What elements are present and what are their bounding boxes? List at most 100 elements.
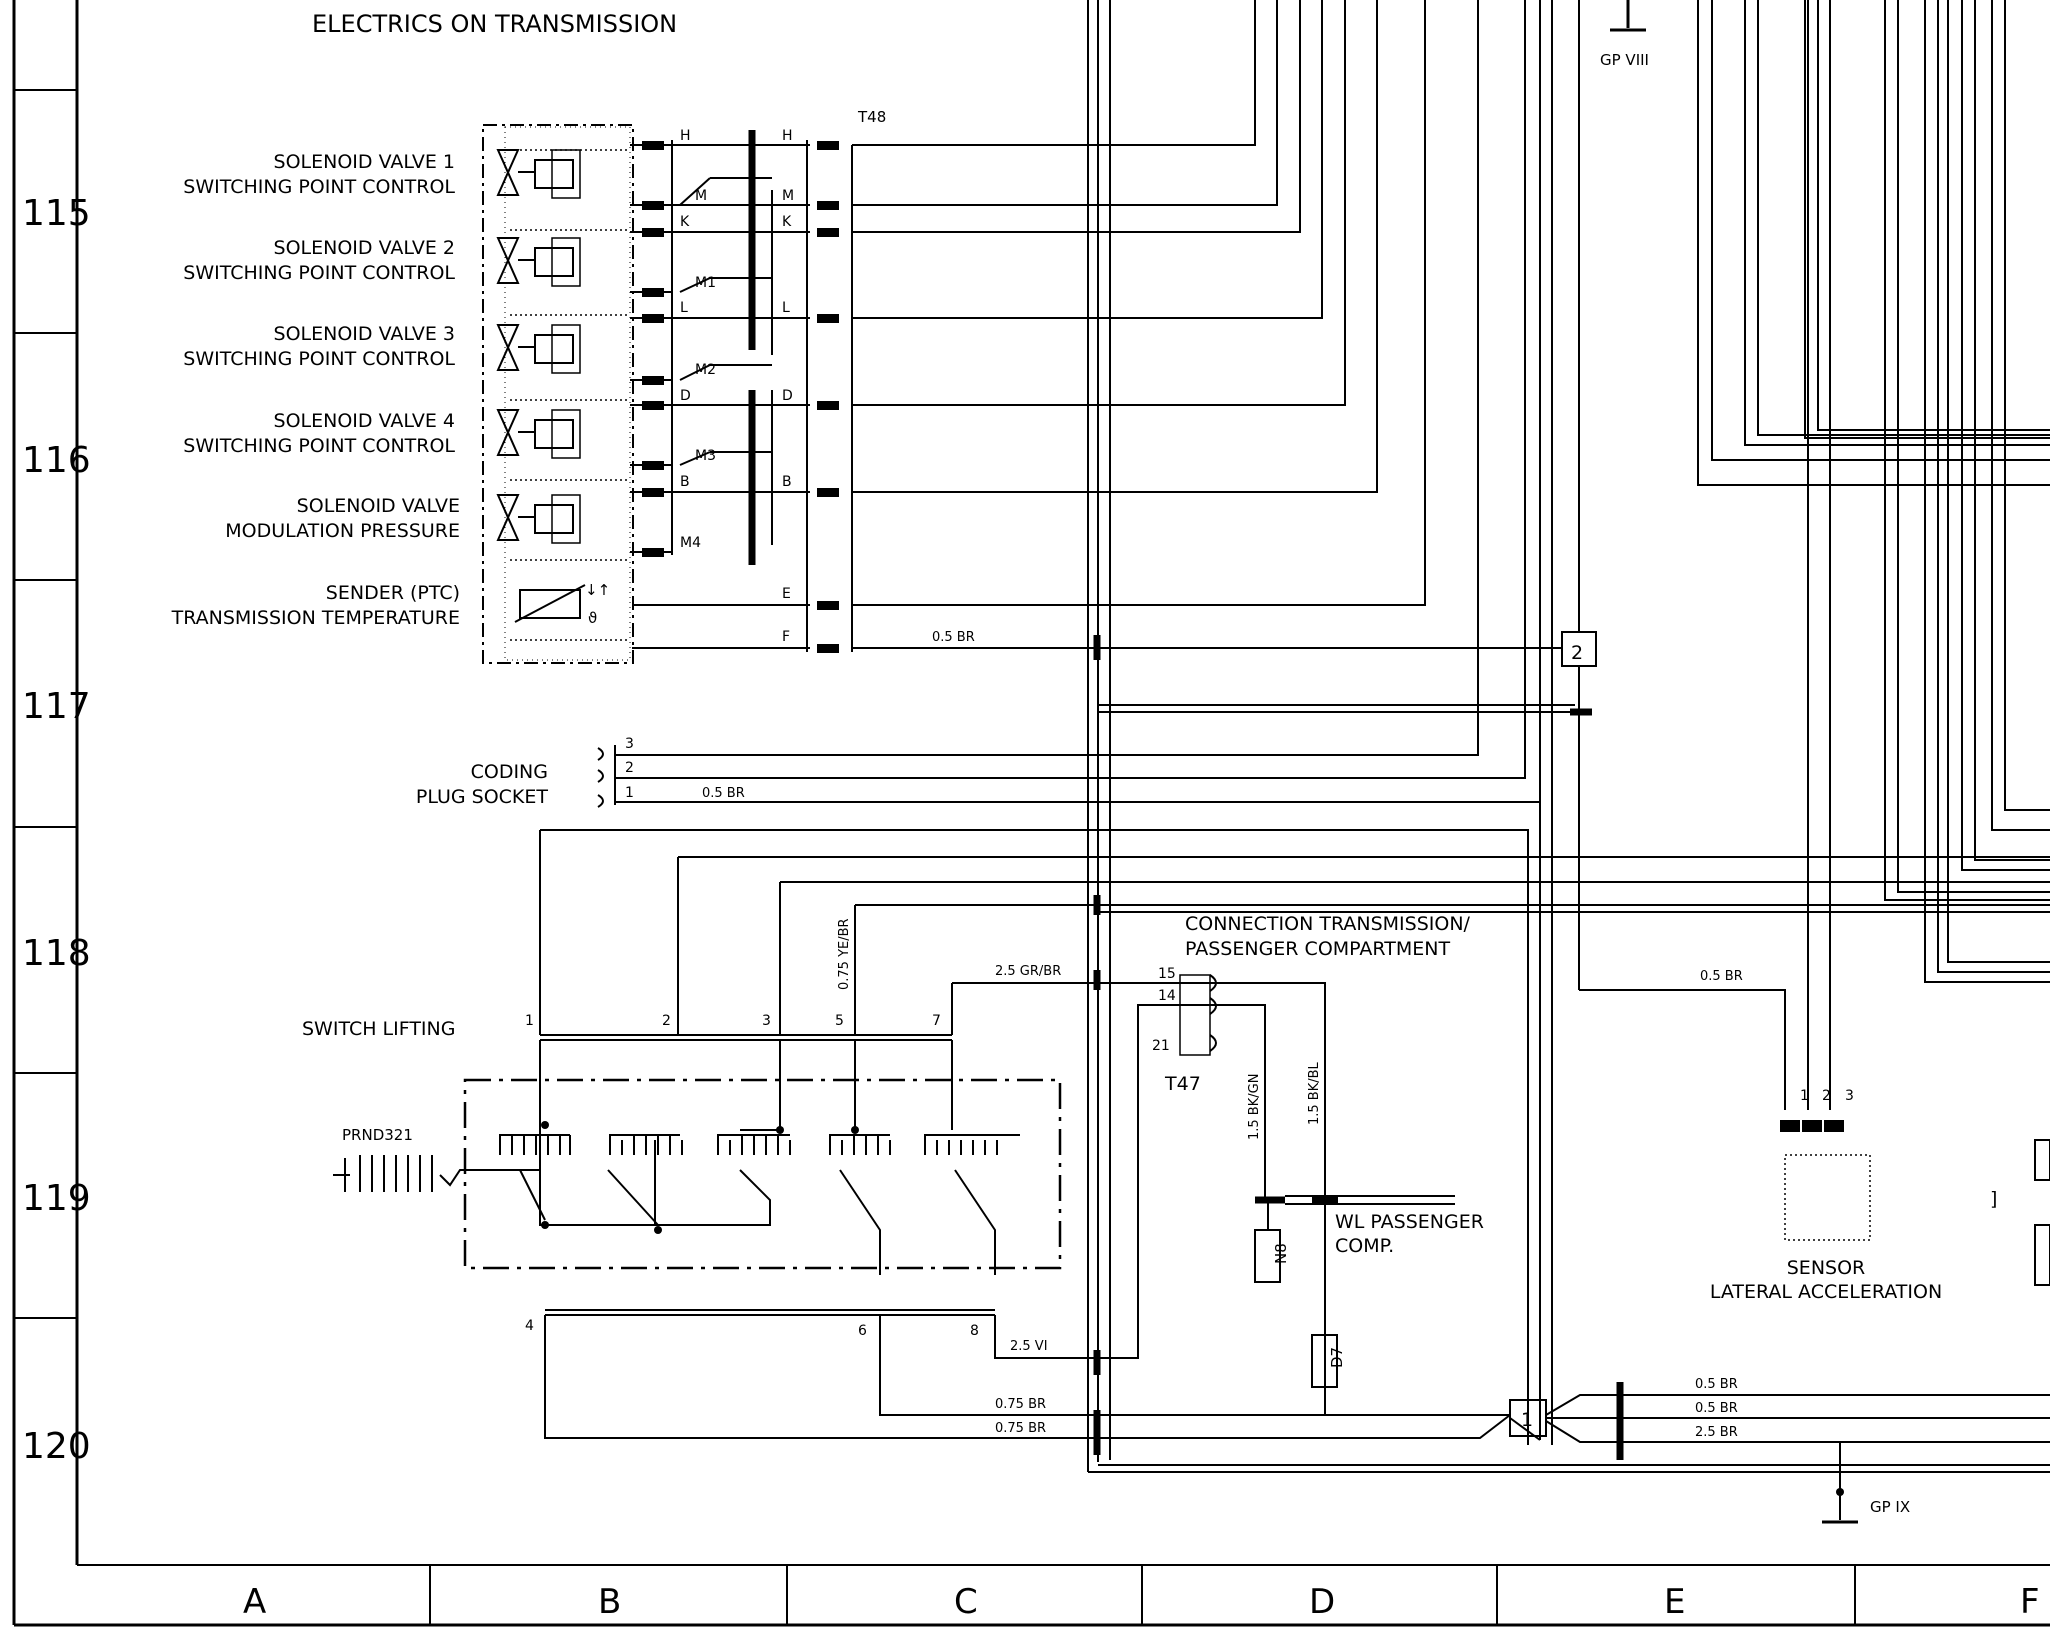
sender-ptc-sublabel: TRANSMISSION TEMPERATURE bbox=[171, 607, 460, 629]
ground-point-gp8: GP VIII bbox=[1600, 0, 1649, 69]
solenoid-valve-4-label: SOLENOID VALVE 4 bbox=[274, 410, 455, 432]
t48-label: T48 bbox=[857, 108, 886, 126]
sensor-pin-2: 2 bbox=[1822, 1088, 1831, 1104]
coding-pin-2: 2 bbox=[625, 760, 634, 776]
svg-text:↓↑: ↓↑ bbox=[585, 581, 610, 599]
wire-bk-bl-label: 1.5 BK/BL bbox=[1307, 1061, 1322, 1125]
svg-text:ϑ: ϑ bbox=[588, 609, 597, 627]
sender-ptc-label: SENDER (PTC) bbox=[326, 582, 460, 604]
row-label-120: 120 bbox=[22, 1426, 91, 1467]
switch-lifting-label: SWITCH LIFTING bbox=[302, 1018, 455, 1040]
solenoid-valve-1-sublabel: SWITCHING POINT CONTROL bbox=[183, 176, 455, 198]
t48-pin-f: F bbox=[782, 629, 790, 645]
solenoid-valve-4-sublabel: SWITCHING POINT CONTROL bbox=[183, 435, 455, 457]
wire-right-br2-label: 0.5 BR bbox=[1695, 1401, 1738, 1416]
wire-gr-br-label: 2.5 GR/BR bbox=[995, 964, 1061, 979]
t48-pin-h: H bbox=[782, 128, 793, 144]
wire-vi-label: 2.5 VI bbox=[1010, 1339, 1048, 1354]
column-label-c: C bbox=[954, 1582, 978, 1622]
row-label-119: 119 bbox=[22, 1178, 91, 1219]
t47-label: T47 bbox=[1164, 1073, 1201, 1095]
valve-symbol-modulation bbox=[496, 494, 581, 544]
t48-pin-k: K bbox=[782, 214, 792, 230]
transmission-bus bbox=[679, 130, 773, 565]
right-harness bbox=[1095, 0, 2050, 1460]
left-pin-k: K bbox=[680, 214, 690, 230]
t48-plug-glyphs bbox=[642, 141, 839, 653]
column-label-a: A bbox=[243, 1582, 266, 1622]
wire-sensor-br-label: 0.5 BR bbox=[1700, 969, 1743, 984]
column-label-f: F bbox=[2020, 1582, 2040, 1622]
sensor-label: SENSOR bbox=[1787, 1257, 1866, 1279]
row-label-117: 117 bbox=[22, 686, 91, 727]
t48-pin-l: L bbox=[782, 300, 790, 316]
column-labels: A B C D E F bbox=[243, 1582, 2040, 1622]
gp9-label: GP IX bbox=[1870, 1498, 1910, 1516]
solenoid-valve-modulation-label: SOLENOID VALVE bbox=[297, 495, 460, 517]
connection-label: CONNECTION TRANSMISSION/ bbox=[1185, 913, 1471, 935]
column-label-b: B bbox=[598, 1582, 621, 1622]
row-label-116: 116 bbox=[22, 440, 91, 481]
ptc-sender-symbol: ↓↑ ϑ bbox=[514, 581, 610, 627]
switch-pin-2: 2 bbox=[662, 1013, 671, 1029]
wire-right-br1-label: 0.5 BR bbox=[1695, 1377, 1738, 1392]
switch-bottom-wires: 4 6 8 2.5 VI 0.75 BR 0.75 BR bbox=[525, 1309, 1511, 1439]
sensor-sublabel: LATERAL ACCELERATION bbox=[1710, 1281, 1942, 1303]
connection-sublabel: PASSENGER COMPARTMENT bbox=[1185, 938, 1450, 960]
wire-ye-br-label: 0.75 YE/BR bbox=[837, 918, 852, 990]
left-pin-h: H bbox=[680, 128, 691, 144]
t48-pin-m: M bbox=[782, 188, 794, 204]
node-2-label: 2 bbox=[1571, 642, 1583, 664]
solenoid-valve-2-sublabel: SWITCHING POINT CONTROL bbox=[183, 262, 455, 284]
node-1-label: 1 bbox=[1521, 1409, 1533, 1431]
wl-passenger-label: WL PASSENGER bbox=[1335, 1211, 1484, 1233]
switch-pin-8: 8 bbox=[970, 1323, 979, 1339]
transmission-housing bbox=[482, 124, 634, 664]
solenoid-valve-symbols: ↓↑ ϑ bbox=[496, 149, 610, 627]
wire-coding-br-label: 0.5 BR bbox=[702, 786, 745, 801]
page-title: ELECTRICS ON TRANSMISSION bbox=[312, 10, 677, 38]
valve-symbol-3 bbox=[496, 324, 581, 374]
valve-symbol-2 bbox=[496, 237, 581, 287]
t48-connector: T48 H M K L D B E F bbox=[782, 108, 886, 652]
switch-pin-7: 7 bbox=[932, 1013, 941, 1029]
gp8-label: GP VIII bbox=[1600, 51, 1649, 69]
t47-connection: CONNECTION TRANSMISSION/ PASSENGER COMPA… bbox=[1098, 913, 1484, 1415]
wire-br75a-label: 0.75 BR bbox=[995, 1397, 1046, 1412]
diagram-frame bbox=[12, 0, 2050, 1627]
wl-passenger-sublabel: COMP. bbox=[1335, 1235, 1394, 1257]
switch-pin-6: 6 bbox=[858, 1323, 867, 1339]
left-pin-d: D bbox=[680, 388, 691, 404]
node-2-area: 2 bbox=[1098, 0, 1597, 990]
transmission-labels: SOLENOID VALVE 1 SWITCHING POINT CONTROL… bbox=[171, 151, 460, 629]
switch-feed-wires: 0.75 YE/BR 2.5 GR/BR bbox=[539, 830, 2050, 1035]
solenoid-valve-3-sublabel: SWITCHING POINT CONTROL bbox=[183, 348, 455, 370]
switch-pin-3: 3 bbox=[762, 1013, 771, 1029]
sensor-pin-1: 1 bbox=[1800, 1088, 1809, 1104]
solenoid-valve-modulation-sublabel: MODULATION PRESSURE bbox=[225, 520, 460, 542]
switch-pin-4: 4 bbox=[525, 1318, 534, 1334]
wire-br75b-label: 0.75 BR bbox=[995, 1421, 1046, 1436]
row-label-115: 115 bbox=[22, 193, 91, 234]
solenoid-valve-3-label: SOLENOID VALVE 3 bbox=[274, 323, 455, 345]
coding-sublabel: PLUG SOCKET bbox=[416, 786, 549, 808]
wire-f-br-label: 0.5 BR bbox=[932, 630, 975, 645]
bracket-glyph: ] bbox=[1990, 1188, 1997, 1210]
solenoid-valve-1-label: SOLENOID VALVE 1 bbox=[274, 151, 455, 173]
left-pin-l: L bbox=[680, 300, 688, 316]
wire-bk-gn-label: 1.5 BK/GN bbox=[1247, 1074, 1262, 1140]
left-pin-b: B bbox=[680, 474, 690, 490]
column-label-d: D bbox=[1309, 1582, 1335, 1622]
n8-label: N8 bbox=[1272, 1243, 1290, 1264]
t48-pin-b: B bbox=[782, 474, 792, 490]
row-label-118: 118 bbox=[22, 933, 91, 974]
solenoid-valve-2-label: SOLENOID VALVE 2 bbox=[274, 237, 455, 259]
coding-pin-3: 3 bbox=[625, 736, 634, 752]
node-1-area: 1 0.5 BR 0.5 BR 2.5 BR GP IX bbox=[1088, 1377, 2050, 1524]
t48-output-wires: 0.5 BR bbox=[632, 0, 1555, 649]
switch-pin-1: 1 bbox=[525, 1013, 534, 1029]
sensor-lateral-acceleration: 0.5 BR 1 2 3 SENSOR LATERAL ACCELERATION… bbox=[1579, 0, 2050, 1303]
wire-right-br3-label: 2.5 BR bbox=[1695, 1425, 1738, 1440]
t47-pin-21: 21 bbox=[1152, 1038, 1170, 1054]
